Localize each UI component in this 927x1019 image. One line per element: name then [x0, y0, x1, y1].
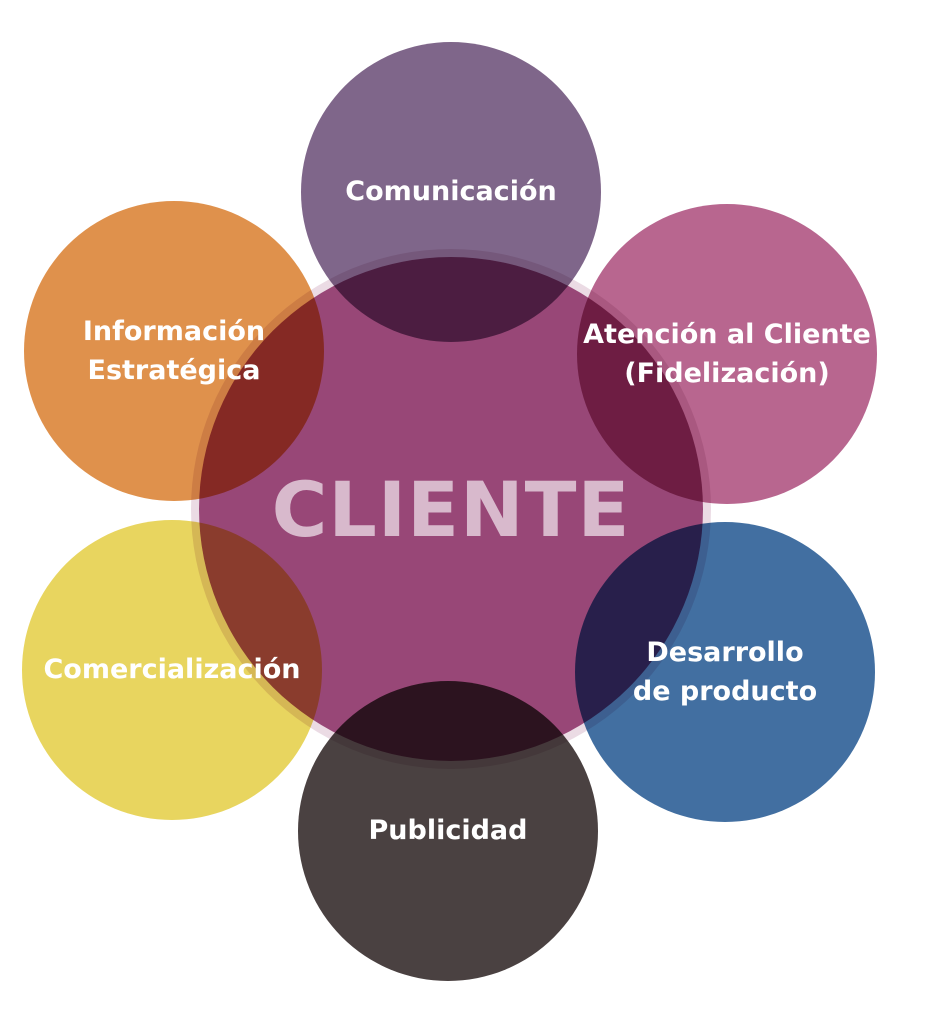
informacion-circle: [24, 201, 324, 501]
comunicacion-circle: [301, 42, 601, 342]
publicidad-circle: [298, 681, 598, 981]
comercializacion-circle: [22, 520, 322, 820]
desarrollo-circle: [575, 522, 875, 822]
atencion-circle: [577, 204, 877, 504]
